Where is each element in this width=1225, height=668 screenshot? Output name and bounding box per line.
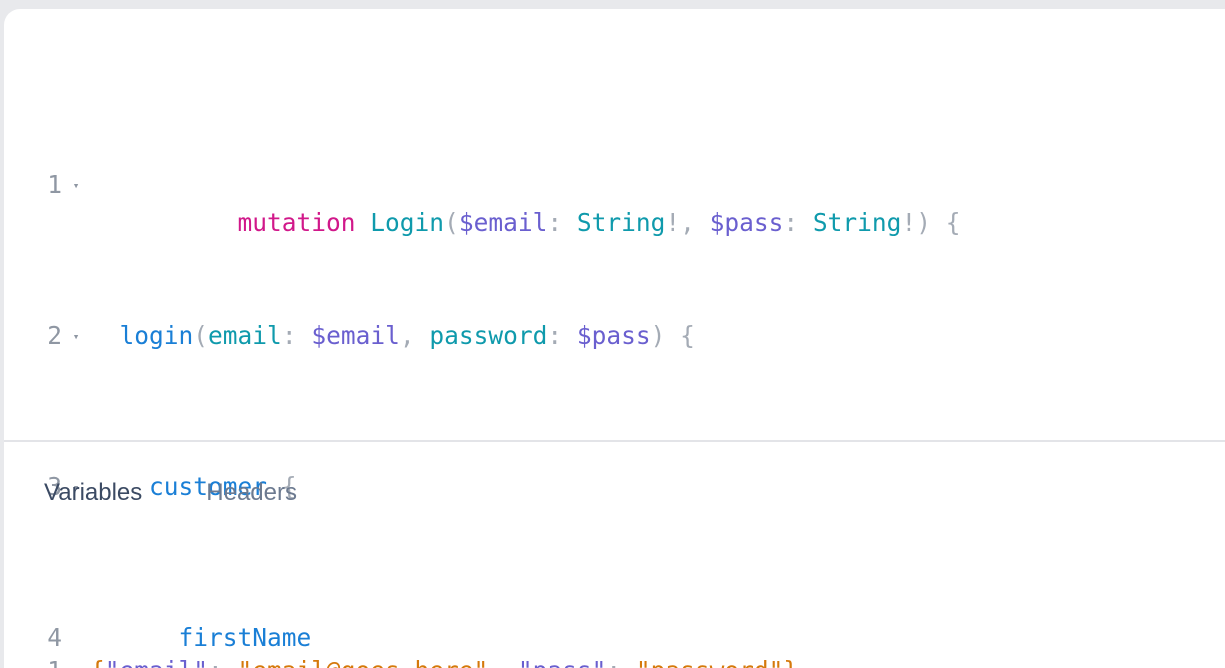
- editor-divider[interactable]: [4, 440, 1225, 442]
- line-number: 4: [47, 622, 62, 652]
- line-number: 1: [47, 170, 62, 200]
- json-key-pass: "pass": [518, 656, 607, 668]
- tab-variables[interactable]: Variables: [44, 479, 143, 506]
- line-number: 1: [4, 652, 62, 668]
- json-value-email: "email@goes.here": [238, 656, 489, 668]
- brace: }: [783, 656, 798, 668]
- colon: :: [281, 320, 312, 350]
- paren: (: [193, 320, 209, 350]
- punct: !,: [665, 207, 710, 237]
- code-line: 1 {"email": "email@goes.here", "pass": "…: [4, 652, 798, 668]
- json-key-email: "email": [105, 656, 208, 668]
- fold-arrow-icon[interactable]: ▾: [72, 329, 80, 343]
- variable-email: $email: [458, 207, 548, 237]
- colon: :: [208, 656, 238, 668]
- comma: ,: [488, 656, 518, 668]
- field-login: login: [119, 320, 194, 350]
- brace: {: [90, 656, 105, 668]
- type-string: String: [812, 207, 902, 237]
- arg-password: password: [429, 320, 548, 350]
- variable-pass: $pass: [709, 207, 784, 237]
- comma: ,: [399, 320, 430, 350]
- colon: :: [547, 207, 577, 237]
- operation-name: Login: [370, 207, 445, 237]
- bottom-tabs: Variables Headers: [44, 479, 361, 507]
- type-string: String: [576, 207, 666, 237]
- query-code[interactable]: 1 ▾ mutation Login($email: String!, $pas…: [4, 53, 960, 668]
- colon: :: [606, 656, 636, 668]
- code-line: 4 firstName: [4, 619, 960, 657]
- colon: :: [783, 207, 813, 237]
- query-editor[interactable]: 1 ▾ mutation Login($email: String!, $pas…: [4, 9, 1225, 651]
- fold-arrow-icon[interactable]: ▾: [72, 179, 80, 193]
- brace: {: [267, 471, 297, 501]
- line-number: 2: [47, 320, 62, 350]
- tab-headers[interactable]: Headers: [206, 479, 297, 506]
- keyword-mutation: mutation: [237, 207, 356, 237]
- punct: !) {: [901, 207, 961, 237]
- code-line: 2 ▾ login(email: $email, password: $pass…: [4, 317, 960, 355]
- json-value-pass: "password": [636, 656, 784, 668]
- code-line: 1 ▾ mutation Login($email: String!, $pas…: [4, 166, 960, 237]
- code-line: 3 ▾ customer {: [4, 468, 960, 506]
- variable-pass: $pass: [576, 320, 651, 350]
- field-customer: customer: [149, 471, 268, 501]
- colon: :: [547, 320, 577, 350]
- paren: (: [444, 207, 459, 237]
- fold-arrow-icon[interactable]: ▾: [72, 480, 80, 494]
- field-firstname: firstName: [178, 622, 312, 652]
- line-number: 3: [47, 471, 62, 501]
- graphql-editor-panel: 1 ▾ mutation Login($email: String!, $pas…: [4, 9, 1225, 668]
- arg-email: email: [208, 320, 282, 350]
- punct: ) {: [650, 320, 695, 350]
- variables-editor[interactable]: 1 {"email": "email@goes.here", "pass": "…: [4, 577, 798, 668]
- variable-email: $email: [311, 320, 400, 350]
